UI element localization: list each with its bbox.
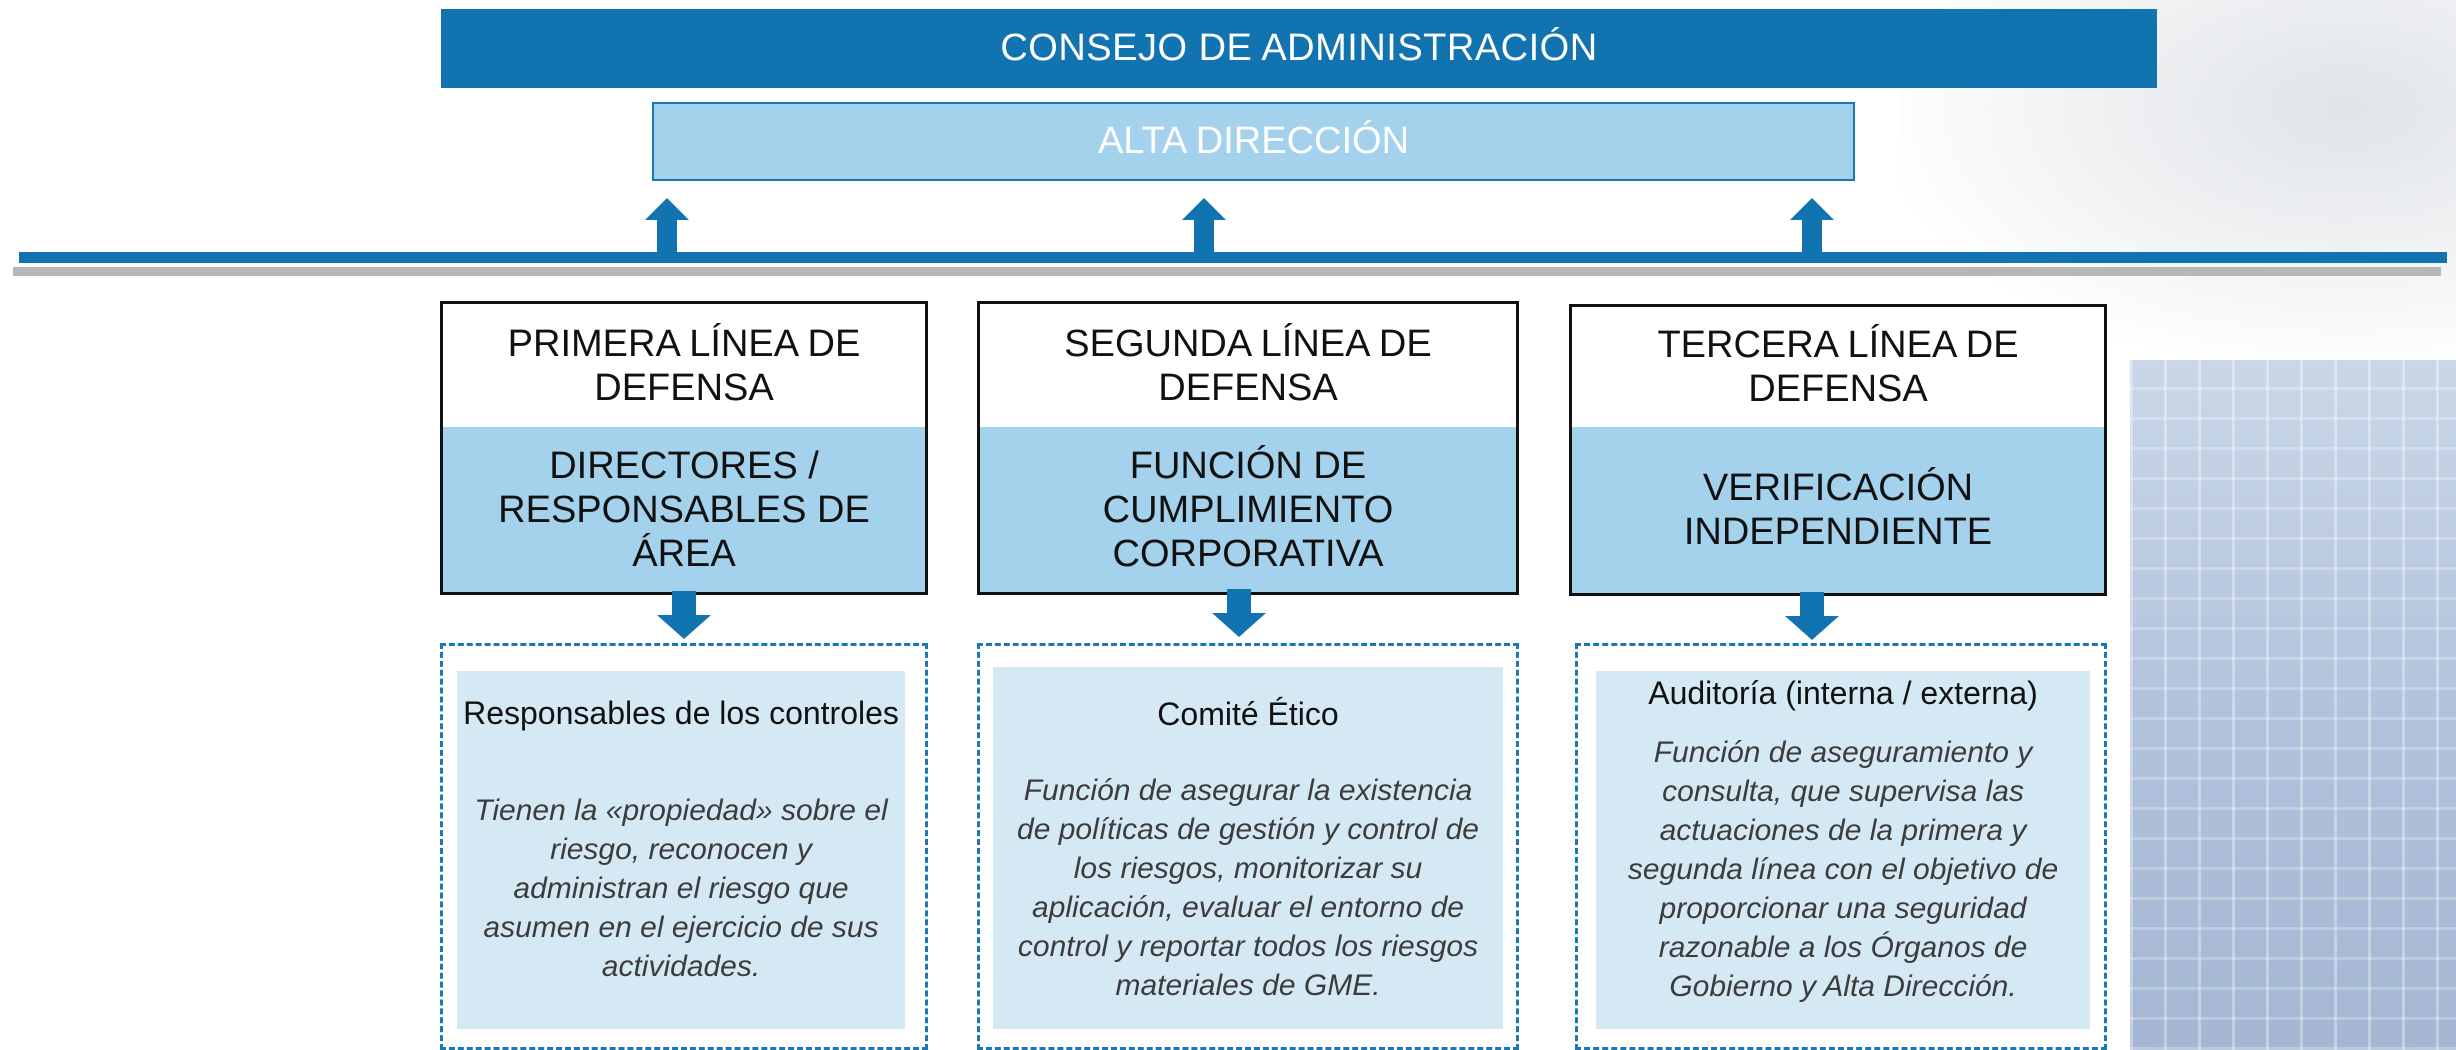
arrow-up-icon: [1790, 198, 1834, 253]
second-line-box: SEGUNDA LÍNEA DE DEFENSA FUNCIÓN DE CUMP…: [977, 301, 1519, 595]
second-line-detail-box: Comité Ético Función de asegurar la exis…: [977, 643, 1519, 1050]
first-line-box: PRIMERA LÍNEA DE DEFENSA DIRECTORES / RE…: [440, 301, 928, 595]
first-line-detail-panel: Responsables de los controles Tienen la …: [457, 671, 905, 1029]
third-line-detail-panel: Auditoría (interna / externa) Función de…: [1596, 671, 2090, 1029]
divider-shadow-line: [13, 267, 2441, 276]
third-line-role: VERIFICACIÓN INDEPENDIENTE: [1572, 427, 2104, 593]
arrow-down-icon: [1785, 592, 1839, 640]
third-line-detail-box: Auditoría (interna / externa) Función de…: [1575, 643, 2107, 1050]
governance-divider-line: [19, 252, 2447, 263]
second-line-detail-text: Función de asegurar la existencia de pol…: [1017, 774, 1479, 1002]
third-line-box: TERCERA LÍNEA DE DEFENSA VERIFICACIÓN IN…: [1569, 304, 2107, 596]
first-line-detail-box: Responsables de los controles Tienen la …: [440, 643, 928, 1050]
second-line-detail-title: Comité Ético: [1157, 696, 1339, 732]
background-building-image: [2130, 360, 2456, 1050]
third-line-detail-title: Auditoría (interna / externa): [1648, 675, 2038, 711]
board-of-directors-box: CONSEJO DE ADMINISTRACIÓN: [441, 9, 2157, 88]
second-line-role: FUNCIÓN DE CUMPLIMIENTO CORPORATIVA: [980, 427, 1516, 592]
arrow-down-icon: [657, 591, 711, 639]
senior-management-label: ALTA DIRECCIÓN: [1097, 120, 1410, 162]
senior-management-box: ALTA DIRECCIÓN: [652, 102, 1855, 181]
third-line-detail-text: Función de aseguramiento y consulta, que…: [1627, 736, 2059, 1003]
arrow-up-icon: [1182, 198, 1226, 253]
arrow-down-icon: [1212, 589, 1266, 637]
second-line-detail-panel: Comité Ético Función de asegurar la exis…: [993, 667, 1503, 1029]
first-line-detail-title: Responsables de los controles: [463, 695, 899, 731]
first-line-detail-text: Tienen la «propiedad» sobre el riesgo, r…: [474, 794, 888, 983]
first-line-role: DIRECTORES / RESPONSABLES DE ÁREA: [443, 427, 925, 592]
third-line-header: TERCERA LÍNEA DE DEFENSA: [1657, 324, 2019, 410]
first-line-header: PRIMERA LÍNEA DE DEFENSA: [507, 322, 861, 409]
second-line-header: SEGUNDA LÍNEA DE DEFENSA: [1064, 322, 1432, 409]
board-label: CONSEJO DE ADMINISTRACIÓN: [1000, 27, 1598, 69]
arrow-up-icon: [645, 198, 689, 253]
